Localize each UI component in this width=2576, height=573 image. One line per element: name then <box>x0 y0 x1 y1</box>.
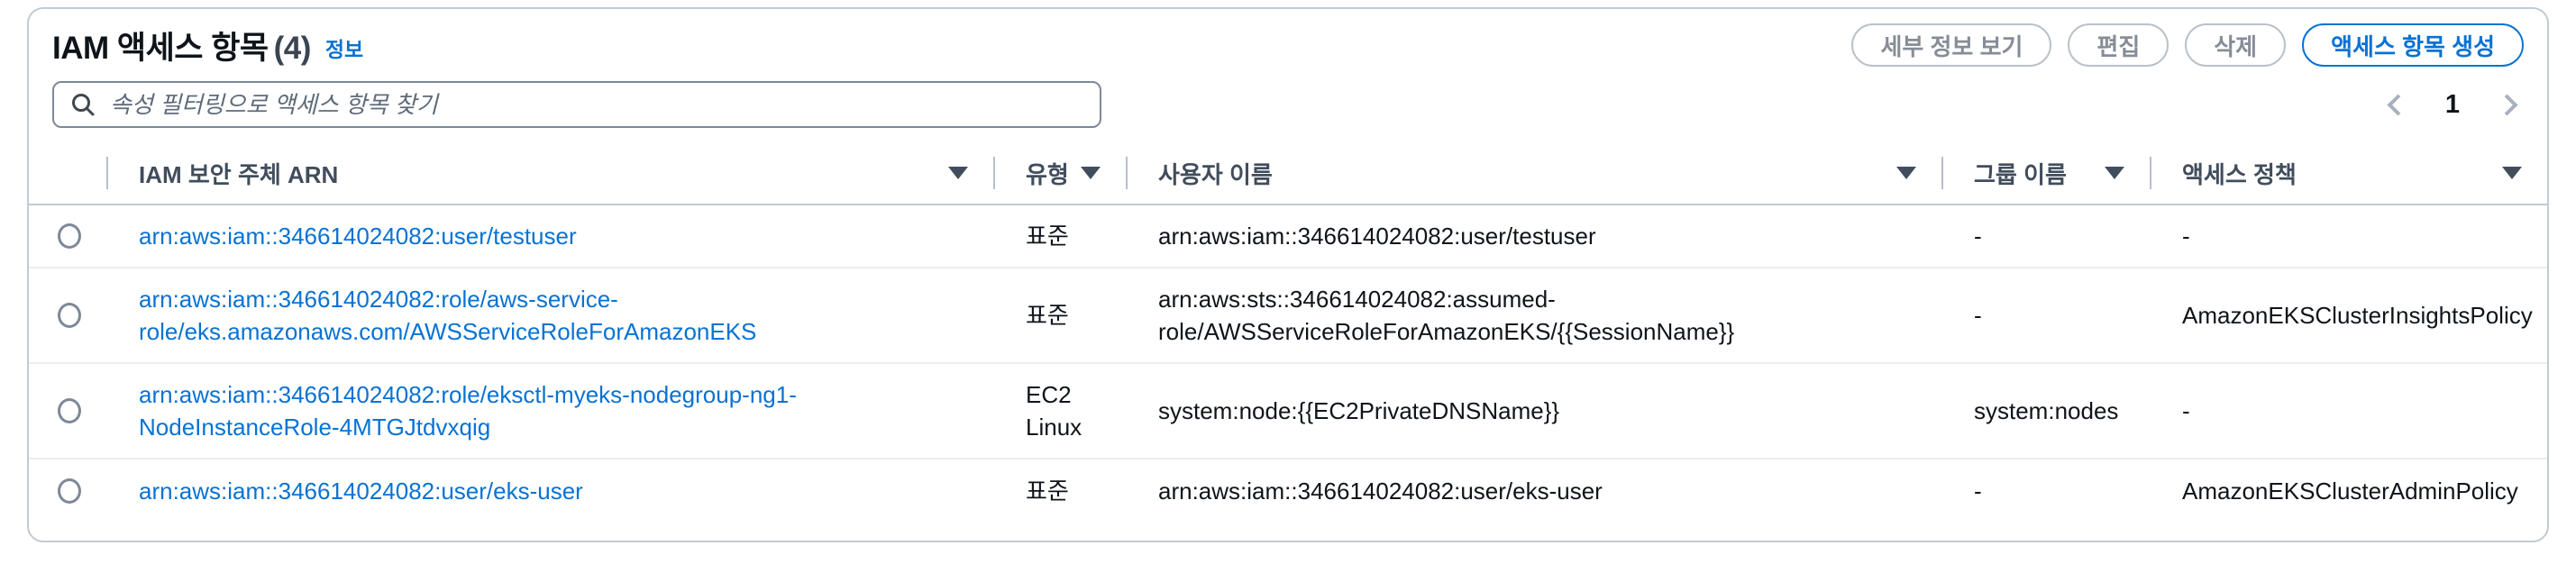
policy-cell: - <box>2182 223 2190 250</box>
header-actions: 세부 정보 보기 편집 삭제 액세스 항목 생성 <box>1851 23 2524 67</box>
row-radio[interactable] <box>58 223 81 249</box>
username-cell: arn:aws:iam::346614024082:user/testuser <box>1158 223 1596 250</box>
filter-icon[interactable] <box>948 167 968 179</box>
arn-link[interactable]: arn:aws:iam::346614024082:user/eks-user <box>139 478 583 505</box>
table-toolbar: 1 <box>29 74 2547 130</box>
arn-cell: arn:aws:iam::346614024082:user/eks-user <box>106 475 993 507</box>
search-icon <box>72 94 95 116</box>
row-radio[interactable] <box>58 478 81 504</box>
filter-icon[interactable] <box>2502 167 2522 179</box>
type-cell: 표준 <box>1026 223 1069 250</box>
entry-count: (4) <box>273 30 312 66</box>
search-box <box>52 81 1101 128</box>
column-header-policy: 액세스 정책 <box>2150 142 2547 204</box>
edit-button[interactable]: 편집 <box>2068 23 2170 67</box>
access-entries-table: IAM 보안 주체 ARN 유형 사용자 이름 그룹 이름 액세스 정책 <box>29 142 2547 523</box>
arn-link[interactable]: arn:aws:iam::346614024082:role/eksctl-my… <box>139 381 797 441</box>
column-header-username: 사용자 이름 <box>1126 142 1941 204</box>
filter-icon[interactable] <box>1081 167 1101 179</box>
username-cell: arn:aws:iam::346614024082:user/eks-user <box>1158 478 1603 505</box>
chevron-right-icon[interactable] <box>2496 93 2518 116</box>
type-cell: 표준 <box>1026 478 1069 505</box>
iam-access-entries-panel: IAM 액세스 항목(4) 정보 세부 정보 보기 편집 삭제 액세스 항목 생… <box>27 7 2549 542</box>
policy-cell: AmazonEKSClusterAdminPolicy <box>2182 478 2518 505</box>
pagination-page-1[interactable]: 1 <box>2444 89 2460 119</box>
select-column-header <box>29 142 106 204</box>
policy-cell: - <box>2182 397 2190 424</box>
view-details-button[interactable]: 세부 정보 보기 <box>1851 23 2052 67</box>
filter-icon[interactable] <box>2105 167 2124 179</box>
delete-button[interactable]: 삭제 <box>2185 23 2287 67</box>
username-cell: system:node:{{EC2PrivateDNSName}} <box>1158 397 1560 424</box>
panel-header: IAM 액세스 항목(4) 정보 세부 정보 보기 편집 삭제 액세스 항목 생… <box>29 9 2547 74</box>
arn-cell: arn:aws:iam::346614024082:role/eksctl-my… <box>106 378 993 443</box>
search-input[interactable] <box>108 89 1083 120</box>
group-cell: - <box>1974 223 1982 250</box>
page-title: IAM 액세스 항목(4) <box>52 30 312 66</box>
table-row: arn:aws:iam::346614024082:user/testuser … <box>29 205 2547 268</box>
table-row: arn:aws:iam::346614024082:role/aws-servi… <box>29 268 2547 364</box>
group-cell: - <box>1974 302 1982 329</box>
arn-cell: arn:aws:iam::346614024082:user/testuser <box>106 220 993 252</box>
filter-icon[interactable] <box>1896 167 1916 179</box>
username-cell: arn:aws:sts::346614024082:assumed-role/A… <box>1158 286 1735 345</box>
info-link[interactable]: 정보 <box>324 37 364 61</box>
arn-link[interactable]: arn:aws:iam::346614024082:role/aws-servi… <box>139 286 757 345</box>
create-access-entry-button[interactable]: 액세스 항목 생성 <box>2302 23 2524 67</box>
arn-cell: arn:aws:iam::346614024082:role/aws-servi… <box>106 283 993 348</box>
column-header-group: 그룹 이름 <box>1941 142 2150 204</box>
arn-link[interactable]: arn:aws:iam::346614024082:user/testuser <box>139 223 577 250</box>
column-header-type: 유형 <box>993 142 1126 204</box>
row-radio[interactable] <box>58 303 81 328</box>
table-row: arn:aws:iam::346614024082:user/eks-user … <box>29 459 2547 523</box>
row-radio[interactable] <box>58 398 81 423</box>
chevron-left-icon[interactable] <box>2387 93 2409 116</box>
column-header-arn: IAM 보안 주체 ARN <box>106 142 993 204</box>
group-cell: - <box>1974 478 1982 505</box>
pagination: 1 <box>2387 89 2518 120</box>
policy-cell: AmazonEKSClusterInsightsPolicy <box>2182 302 2533 329</box>
table-header-row: IAM 보안 주체 ARN 유형 사용자 이름 그룹 이름 액세스 정책 <box>29 142 2547 205</box>
group-cell: system:nodes <box>1974 397 2119 424</box>
table-row: arn:aws:iam::346614024082:role/eksctl-my… <box>29 364 2547 459</box>
type-cell: 표준 <box>1026 302 1069 329</box>
